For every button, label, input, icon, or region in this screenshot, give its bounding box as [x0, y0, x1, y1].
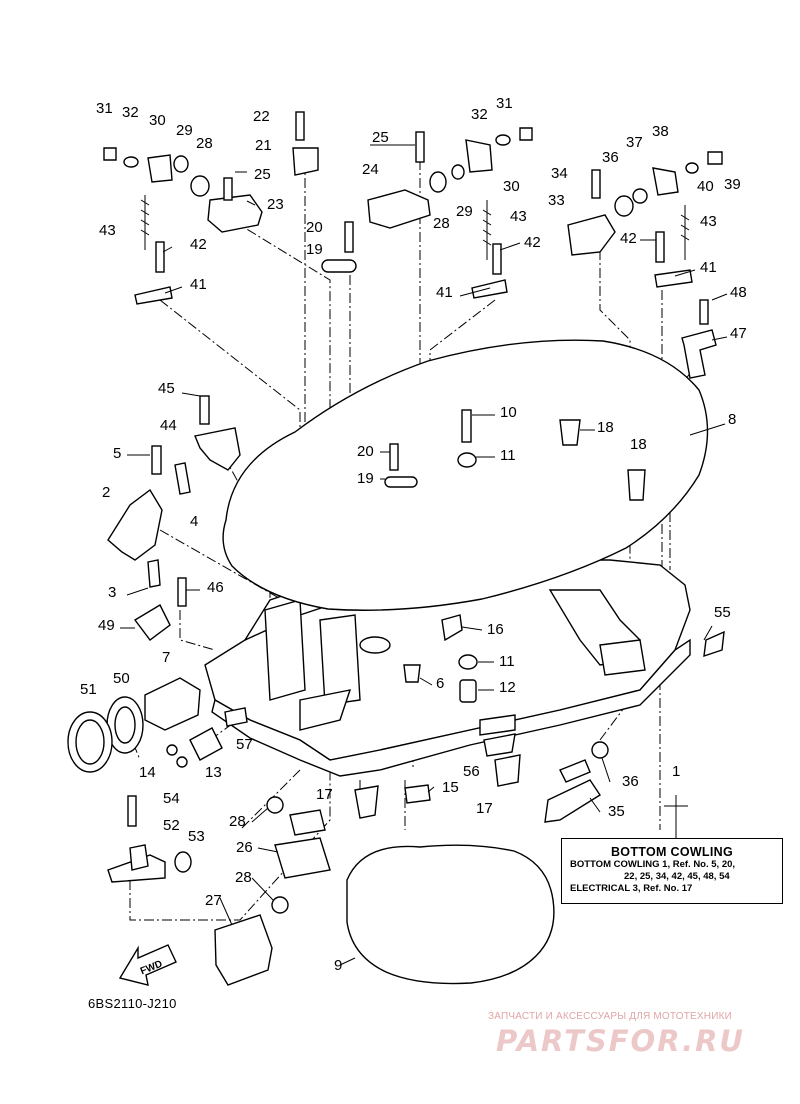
callout-3: 3 — [108, 584, 116, 601]
callout-17: 17 — [476, 800, 493, 817]
legend-line-2: 22, 25, 34, 42, 45, 48, 54 — [624, 871, 730, 882]
callout-55: 55 — [714, 604, 731, 621]
callout-41: 41 — [436, 284, 453, 301]
callout-11: 11 — [500, 447, 516, 464]
callout-22: 22 — [253, 108, 270, 125]
callout-24: 24 — [362, 161, 379, 178]
callout-20: 20 — [306, 219, 323, 236]
legend-title: BOTTOM COWLING — [610, 845, 733, 859]
callout-28: 28 — [433, 215, 450, 232]
callout-43: 43 — [510, 208, 527, 225]
callout-9: 9 — [334, 957, 342, 974]
callout-52: 52 — [163, 817, 180, 834]
callout-54: 54 — [163, 790, 180, 807]
callout-35: 35 — [608, 803, 625, 820]
callout-50: 50 — [113, 670, 130, 687]
callout-28: 28 — [229, 813, 246, 830]
callout-36: 36 — [602, 149, 619, 166]
callout-43: 43 — [700, 213, 717, 230]
callout-47: 47 — [730, 325, 747, 342]
callout-45: 45 — [158, 380, 175, 397]
callout-32: 32 — [122, 104, 139, 121]
callout-14: 14 — [139, 764, 156, 781]
diagram-code: 6BS2110-J210 — [88, 996, 177, 1011]
callout-29: 29 — [176, 122, 193, 139]
callout-30: 30 — [503, 178, 520, 195]
watermark-logo: PARTSFOR.RU — [496, 1024, 745, 1058]
callout-57: 57 — [236, 736, 253, 753]
callout-2: 2 — [102, 484, 110, 501]
callout-41: 41 — [190, 276, 207, 293]
callout-16: 16 — [487, 621, 504, 638]
watermark-caption: ЗАПЧАСТИ И АКСЕССУАРЫ ДЛЯ МОТОТЕХНИКИ — [488, 1011, 733, 1022]
callout-28: 28 — [196, 135, 213, 152]
callout-29: 29 — [456, 203, 473, 220]
callout-20: 20 — [357, 443, 374, 460]
callout-6: 6 — [436, 675, 444, 692]
callout-49: 49 — [98, 617, 115, 634]
bottom-cowling-housing — [204, 529, 691, 777]
callout-5: 5 — [113, 445, 121, 462]
leader-lines — [120, 144, 728, 966]
callout-31: 31 — [496, 95, 513, 112]
callout-18: 18 — [597, 419, 614, 436]
callout-48: 48 — [730, 284, 747, 301]
callout-19: 19 — [357, 470, 374, 487]
callout-21: 21 — [255, 137, 272, 154]
small-parts — [67, 111, 725, 986]
callout-53: 53 — [188, 828, 205, 845]
callout-46: 46 — [207, 579, 224, 596]
callout-42: 42 — [620, 230, 637, 247]
callout-33: 33 — [548, 192, 565, 209]
callout-25: 25 — [372, 129, 389, 146]
callout-11: 11 — [499, 653, 515, 670]
callout-51: 51 — [80, 681, 97, 698]
callout-1: 1 — [672, 763, 680, 780]
callout-7: 7 — [162, 649, 170, 666]
fwd-arrow: FWD — [118, 944, 177, 986]
callout-28: 28 — [235, 869, 252, 886]
top-rubber-seal — [222, 339, 709, 611]
callout-38: 38 — [652, 123, 669, 140]
callout-39: 39 — [724, 176, 741, 193]
callout-43: 43 — [99, 222, 116, 239]
callout-23: 23 — [267, 196, 284, 213]
legend-line-1: BOTTOM COWLING 1, Ref. No. 5, 20, — [570, 859, 736, 870]
callout-30: 30 — [149, 112, 166, 129]
callout-41: 41 — [700, 259, 717, 276]
callout-42: 42 — [524, 234, 541, 251]
callout-37: 37 — [626, 134, 643, 151]
callout-34: 34 — [551, 165, 568, 182]
callout-12: 12 — [499, 679, 516, 696]
callout-19: 19 — [306, 241, 323, 258]
callout-8: 8 — [728, 411, 736, 428]
callout-10: 10 — [500, 404, 517, 421]
callout-13: 13 — [205, 764, 222, 781]
parts-legend: BOTTOM COWLING BOTTOM COWLING 1, Ref. No… — [561, 838, 783, 904]
callout-32: 32 — [471, 106, 488, 123]
callout-15: 15 — [442, 779, 459, 796]
callout-44: 44 — [160, 417, 177, 434]
legend-line-3: ELECTRICAL 3, Ref. No. 17 — [570, 883, 693, 894]
bottom-rubber-seal — [346, 844, 555, 985]
callout-40: 40 — [697, 178, 714, 195]
callout-31: 31 — [96, 100, 113, 117]
callout-56: 56 — [463, 763, 480, 780]
callout-18: 18 — [630, 436, 647, 453]
callout-17: 17 — [316, 786, 333, 803]
callout-42: 42 — [190, 236, 207, 253]
callout-25: 25 — [254, 166, 271, 183]
callout-27: 27 — [205, 892, 222, 909]
callout-4: 4 — [190, 513, 198, 530]
callout-26: 26 — [236, 839, 253, 856]
callout-36: 36 — [622, 773, 639, 790]
